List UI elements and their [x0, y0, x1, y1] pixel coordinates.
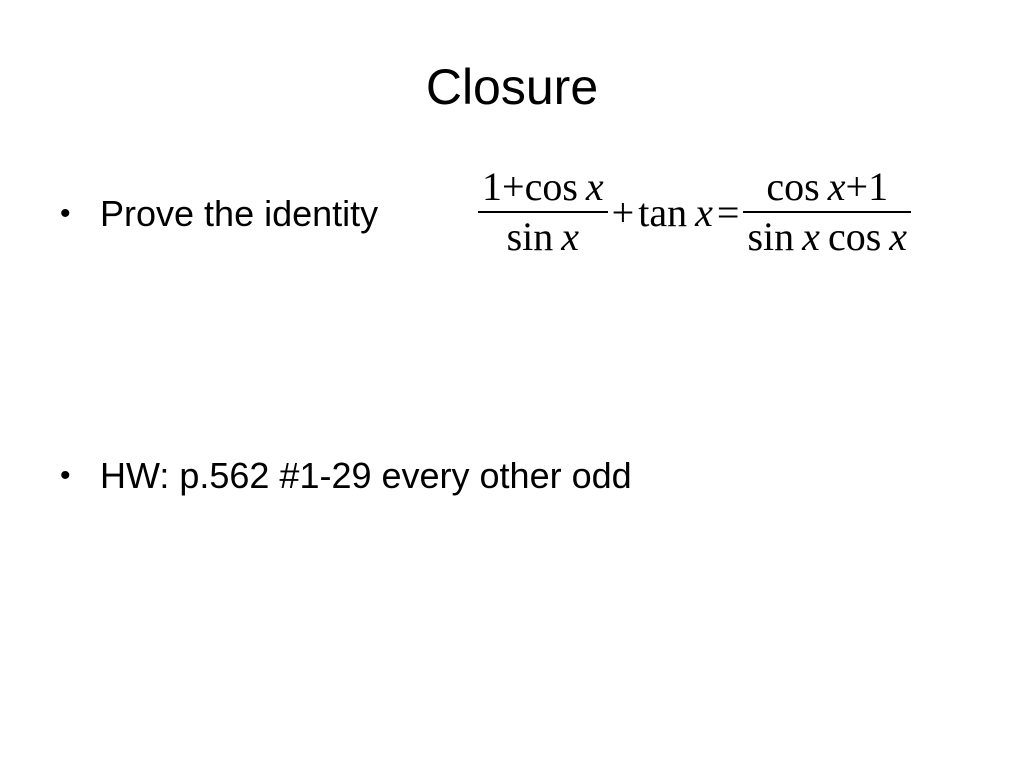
fraction-bar: [478, 211, 608, 213]
bullet-item-homework: • HW: p.562 #1-29 every other odd: [60, 458, 632, 494]
numeral-one: 1: [482, 164, 502, 209]
cos-function: cos: [766, 164, 820, 209]
numeral-one: 1: [868, 164, 889, 209]
right-denominator: sin x cos x: [743, 216, 911, 258]
trig-identity-equation: 1+cos x sin x + tan x = cos x+1 sin x co…: [478, 166, 912, 258]
fraction-bar: [743, 211, 912, 213]
variable-x: x: [585, 164, 604, 209]
sin-function: sin: [506, 214, 554, 259]
bullet-text: Prove the identity: [100, 193, 379, 234]
cos-function: cos: [827, 214, 882, 259]
tan-function: tan: [638, 189, 688, 235]
right-numerator: cos x+1: [762, 166, 892, 208]
variable-x: x: [889, 214, 908, 259]
variable-x: x: [561, 214, 580, 259]
left-denominator: sin x: [503, 216, 583, 258]
bullet-icon: •: [60, 197, 71, 230]
bullet-text: HW: p.562 #1-29 every other odd: [100, 455, 632, 496]
variable-x: x: [695, 189, 713, 235]
bullet-icon: •: [60, 459, 71, 492]
right-fraction: cos x+1 sin x cos x: [743, 166, 912, 258]
plus-operator: +: [611, 189, 635, 235]
variable-x: x: [802, 214, 820, 259]
cos-function: cos: [524, 164, 578, 209]
plus-sign: +: [845, 164, 869, 209]
variable-x: x: [827, 164, 846, 209]
slide-title: Closure: [425, 59, 599, 115]
bullet-item-prove: • Prove the identity: [60, 196, 378, 232]
plus-sign: +: [502, 164, 525, 209]
left-numerator: 1+cos x: [478, 166, 608, 208]
equals-operator: =: [716, 189, 740, 235]
sin-function: sin: [747, 214, 795, 259]
left-fraction: 1+cos x sin x: [478, 166, 608, 258]
